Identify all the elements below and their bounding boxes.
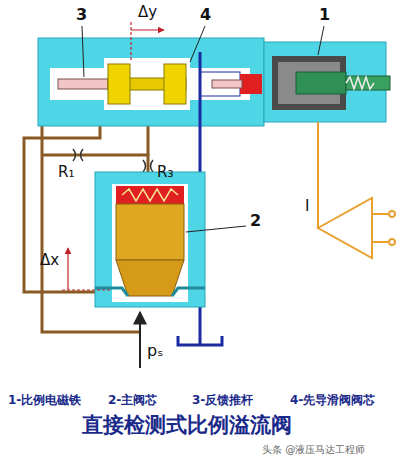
leader-line	[82, 26, 324, 232]
amplifier-symbol	[318, 122, 395, 258]
solenoid-housing	[264, 42, 386, 122]
legend-text: 3-反馈推杆	[192, 394, 253, 407]
diagram-title: 直接检测式比例溢流阀	[82, 414, 292, 437]
displacement-label: Δx	[40, 252, 59, 269]
main-spool	[116, 186, 184, 296]
legend-text: 1-比例电磁铁	[8, 394, 81, 407]
legend-text: 4-先导滑阀阀芯	[290, 394, 375, 407]
push-rod	[212, 80, 242, 88]
main-bore	[112, 184, 188, 302]
solenoid-spring	[346, 77, 374, 89]
dy-mark	[130, 22, 131, 62]
watermark: 头条 @液压马达工程师	[262, 444, 365, 455]
callout-number: 3	[76, 6, 87, 24]
callout-number: 2	[250, 212, 261, 230]
solenoid-coil	[272, 56, 346, 110]
orifice-label: R₃	[157, 164, 173, 181]
displacement-label: Δy	[138, 4, 157, 21]
pressure-label: pₛ	[147, 342, 163, 360]
orifice-label: R₁	[58, 164, 74, 181]
inlet-arrow	[139, 312, 141, 368]
legend-text: 2-主阀芯	[108, 394, 157, 407]
dy-arrow	[131, 29, 164, 30]
feedback-rod	[58, 79, 108, 89]
pushrod-seal	[240, 74, 262, 94]
armature	[296, 72, 346, 94]
valve-seat	[95, 288, 205, 296]
pilot-body	[38, 38, 264, 126]
callout-number: 4	[200, 6, 211, 24]
main-body	[95, 172, 205, 307]
orifice-symbol	[73, 149, 153, 172]
dx-mark	[62, 290, 112, 291]
callout-number: 1	[319, 6, 330, 24]
pilot-chamber	[104, 58, 190, 110]
dx-arrow	[67, 248, 68, 290]
pilot-spool	[108, 64, 186, 104]
signal-label: I	[305, 198, 309, 215]
armature-rod	[346, 76, 390, 90]
